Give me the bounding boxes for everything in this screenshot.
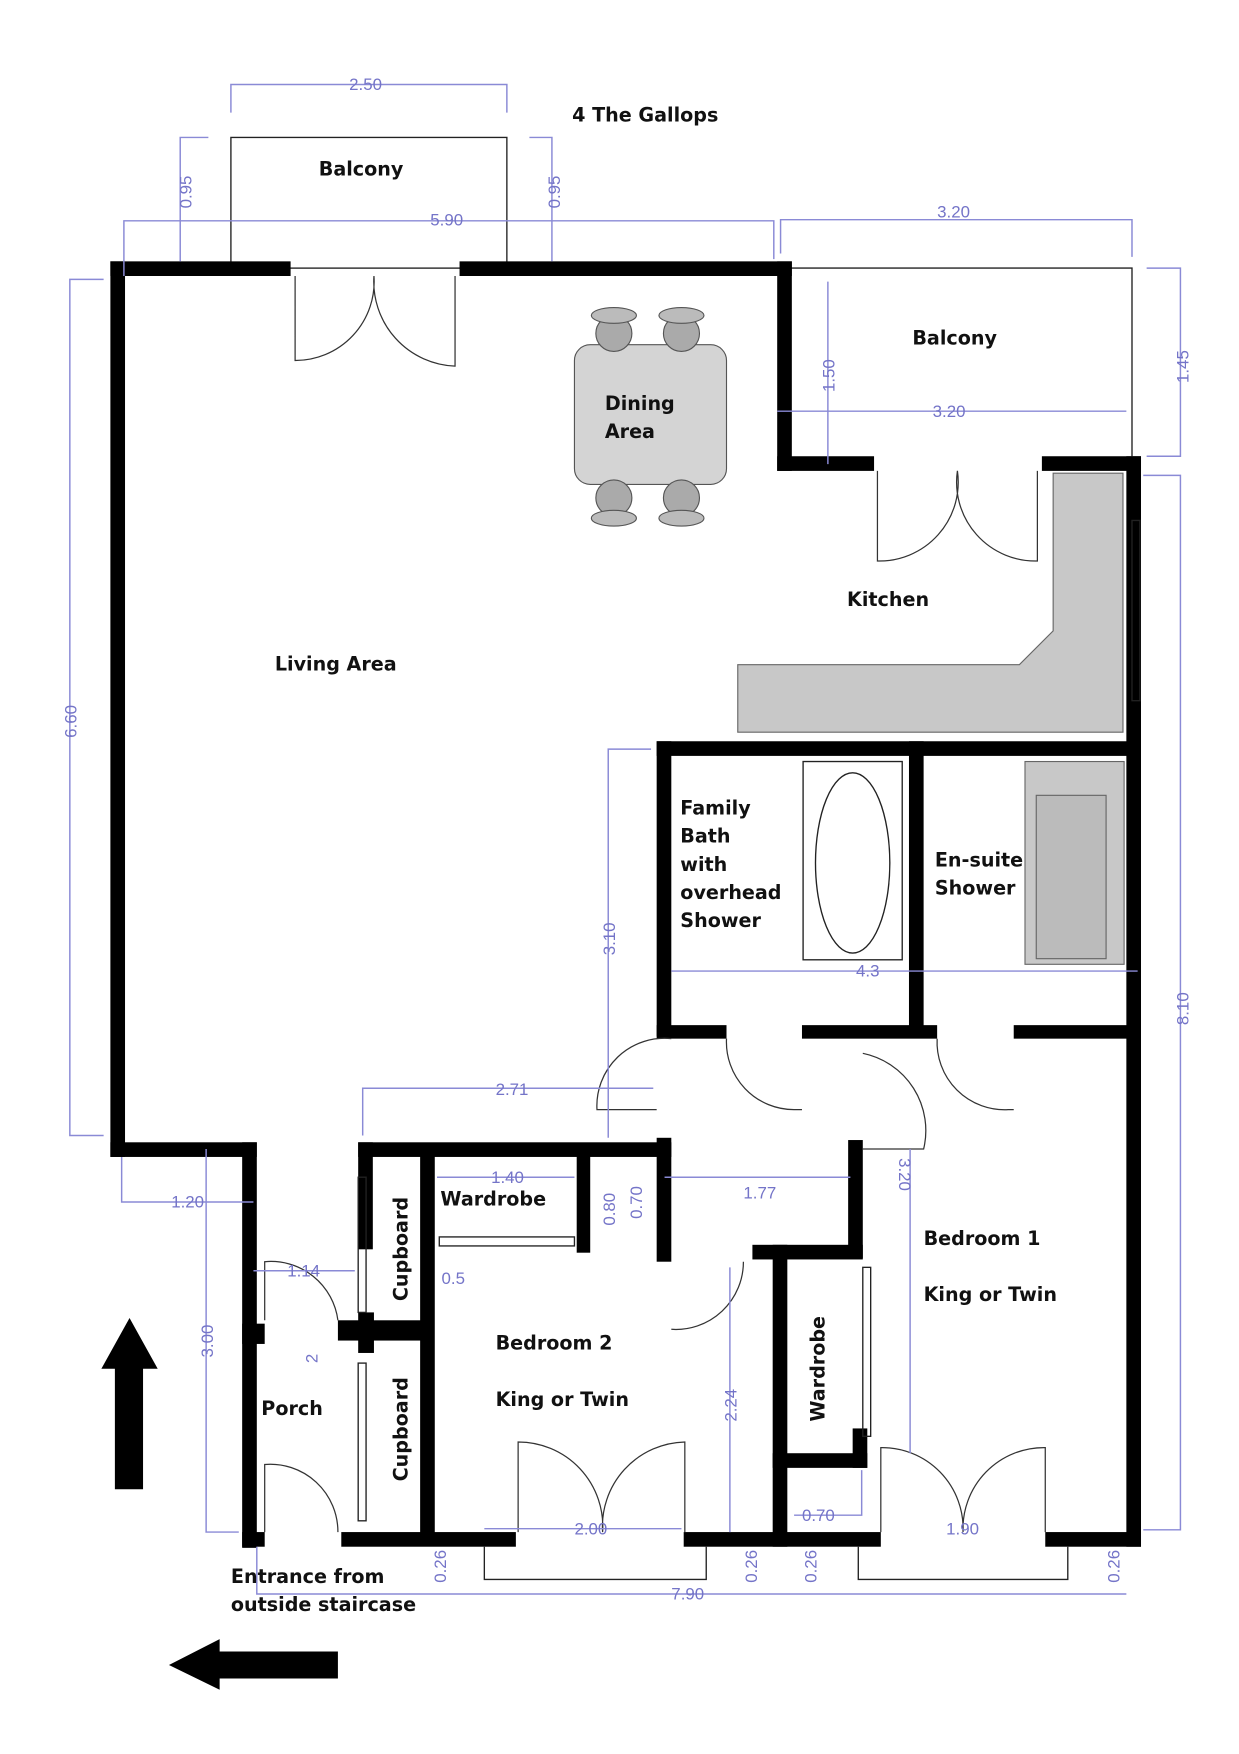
label-family-bath-5: Shower [680, 909, 761, 932]
label-living: Living Area [275, 652, 397, 675]
dim-porch-height: 3.00 [198, 1325, 217, 1358]
shower-inner [1035, 794, 1107, 960]
dim-bath-height: 3.10 [600, 922, 619, 955]
dim-balcony-width: 2.50 [349, 75, 382, 94]
dim-right-height: 8.10 [1173, 992, 1192, 1025]
bedroom1-window-frame [857, 1546, 1069, 1581]
label-balcony-top: Balcony [319, 158, 404, 181]
label-entrance-2: outside staircase [231, 1593, 416, 1616]
label-wardrobe-b1: Wardrobe [806, 1316, 829, 1422]
right-balcony-outline [785, 267, 1133, 457]
label-family-bath-3: with [680, 853, 727, 876]
label-family-bath-4: overhead [680, 881, 781, 904]
dim-hall-2: 1.77 [743, 1184, 776, 1203]
dim-sill-1: 0.26 [431, 1550, 450, 1583]
dim-porch-2: 2 [303, 1354, 322, 1363]
label-bedroom1-bed: King or Twin [924, 1283, 1057, 1306]
dim-bedroom2-height: 2.24 [722, 1389, 741, 1422]
label-family-bath-2: Bath [680, 825, 730, 848]
dim-top-width: 5.90 [430, 210, 463, 229]
dim-right-balcony-depth: 1.45 [1173, 350, 1192, 383]
dim-bedroom1-height: 3.20 [895, 1158, 914, 1191]
label-bedroom1: Bedroom 1 [924, 1227, 1041, 1250]
dimension-lines [69, 83, 1182, 1595]
label-kitchen: Kitchen [847, 588, 929, 611]
dim-living-height: 6.60 [62, 705, 81, 738]
dim-porch-width: 1.14 [287, 1261, 320, 1280]
dim-total-width: 7.90 [671, 1585, 704, 1604]
dim-sill-4: 0.26 [1105, 1550, 1124, 1583]
arrow-left-icon [168, 1639, 338, 1690]
dim-right-balcony-inner: 3.20 [933, 402, 966, 421]
dim-wardrobe-d2: 0.70 [627, 1186, 646, 1219]
bathtub-basin [814, 772, 891, 954]
dim-bedroom2-window: 2.00 [574, 1519, 607, 1538]
bedroom2-window-frame [483, 1546, 707, 1581]
dim-balcony-depth-left: 0.95 [176, 176, 195, 209]
arrow-up-icon [101, 1318, 158, 1490]
plan-title: 4 The Gallops [572, 104, 718, 127]
dim-wardrobe-b1-width: 0.70 [802, 1506, 835, 1525]
label-bedroom2-bed: King or Twin [496, 1388, 629, 1411]
doors [264, 275, 1046, 1533]
label-family-bath-1: Family [680, 796, 751, 819]
dim-cupboard-depth: 0.5 [442, 1269, 465, 1288]
dim-sill-2: 0.26 [742, 1550, 761, 1583]
dim-sill-3: 0.26 [802, 1550, 821, 1583]
dim-wardrobe-width: 1.40 [491, 1168, 524, 1187]
dim-right-balcony-width: 3.20 [937, 202, 970, 221]
label-ensuite-1: En-suite [935, 848, 1023, 871]
dim-wardrobe-d1: 0.80 [600, 1193, 619, 1226]
dim-bath-width: 4.3 [856, 962, 879, 981]
label-dining-2: Area [605, 420, 655, 443]
walls [110, 261, 1142, 1548]
bathtub [802, 760, 903, 961]
label-ensuite-2: Shower [935, 876, 1016, 899]
label-cupboard-1: Cupboard [390, 1197, 413, 1301]
dining-table [573, 306, 728, 527]
dim-bedroom1-window: 1.90 [946, 1519, 979, 1538]
label-dining-1: Dining [605, 392, 675, 415]
kitchen-counter [737, 472, 1124, 733]
dim-porch-offset: 1.20 [171, 1193, 204, 1212]
label-entrance-1: Entrance from [231, 1565, 385, 1588]
label-balcony-right: Balcony [912, 327, 997, 350]
label-cupboard-2: Cupboard [390, 1377, 413, 1481]
top-balcony-outline [230, 136, 508, 269]
dim-step-depth: 1.50 [820, 359, 839, 392]
label-bedroom2: Bedroom 2 [496, 1332, 613, 1355]
kitchen-window [1131, 519, 1141, 702]
label-porch: Porch [261, 1397, 323, 1420]
dim-balcony-depth-right: 0.95 [545, 176, 564, 209]
label-wardrobe-b2: Wardrobe [440, 1187, 546, 1210]
dim-hall-width: 2.71 [496, 1080, 529, 1099]
